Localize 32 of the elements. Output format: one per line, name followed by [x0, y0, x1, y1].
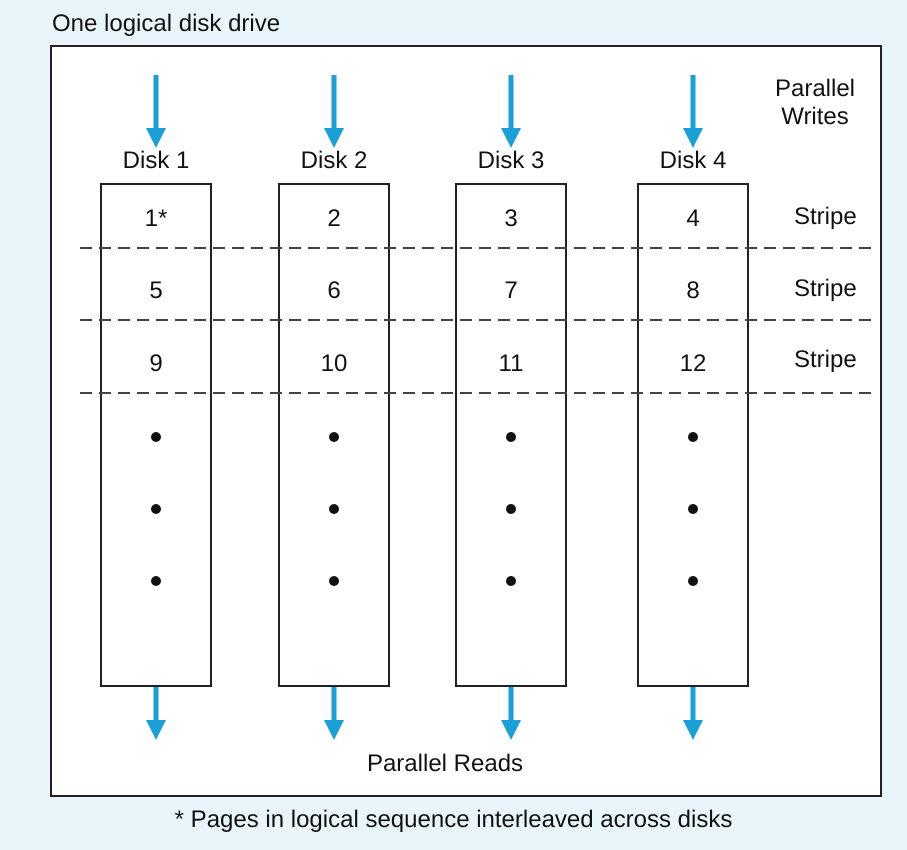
page-number: 9	[148, 350, 164, 378]
page-number: 12	[678, 350, 708, 378]
arrow	[501, 75, 521, 148]
arrow	[324, 687, 344, 740]
page-number: 2	[326, 205, 342, 233]
page-number: 1*	[144, 205, 168, 233]
page-number: 8	[685, 277, 701, 305]
parallel-writes-label: Parallel Writes	[774, 75, 856, 131]
disk-label: Disk 4	[658, 147, 728, 175]
parallel-reads-label: Parallel Reads	[366, 750, 524, 778]
page-number: 10	[320, 350, 348, 378]
page-number: 5	[148, 277, 164, 305]
page-number: 11	[498, 350, 524, 378]
page-number: 3	[503, 205, 519, 233]
footnote: * Pages in logical sequence interleaved across disks	[174, 806, 734, 834]
arrow	[683, 75, 703, 148]
diagram-title: One logical disk drive	[52, 10, 280, 38]
disk-label: Disk 3	[476, 147, 546, 175]
arrow	[146, 75, 166, 148]
stripe-label: Stripe	[794, 275, 857, 303]
page-number: 4	[685, 205, 701, 233]
stripe-label: Stripe	[794, 203, 857, 231]
arrow	[501, 687, 521, 740]
disk-label: Disk 1	[122, 147, 190, 175]
drive-frame	[50, 45, 882, 797]
arrow	[683, 687, 703, 740]
stripe-label: Stripe	[794, 346, 857, 374]
disk-label: Disk 2	[300, 147, 368, 175]
page-number: 7	[503, 277, 519, 305]
arrow	[146, 687, 166, 740]
page-number: 6	[326, 277, 342, 305]
arrow	[324, 75, 344, 148]
